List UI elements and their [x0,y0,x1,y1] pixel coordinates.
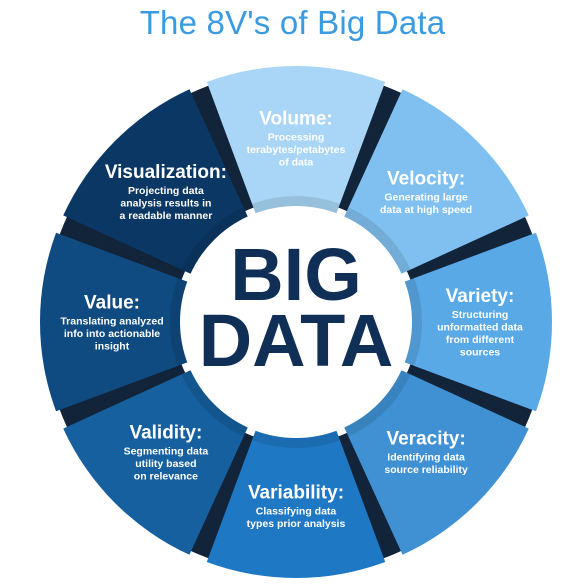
segment-velocity-desc-line: data at high speed [380,204,472,216]
segment-volume-bevel [252,196,340,214]
segment-volume-desc-line: terabytes/petabytes [247,144,346,156]
segment-visualization [63,89,248,274]
segment-volume-desc-line: of data [279,156,314,168]
segment-variety-bevel [404,278,423,366]
segment-variety-desc-line: from different [446,334,515,346]
segment-veracity-bevel [344,370,411,437]
segment-veracity-desc-line: source reliability [384,464,468,476]
segment-value [39,232,188,412]
center-label: BIG DATA [199,233,394,382]
segment-value-desc-line: Translating analyzed [60,315,163,327]
segment-variety-title: Variety: [446,286,515,307]
page-title: The 8V's of Big Data [139,4,446,41]
segment-variety [404,232,552,412]
segment-variability-bevel [252,430,340,448]
segment-variability-desc-line: Classifying data [256,506,337,518]
segment-validity-desc-line: Segmenting data [124,445,209,457]
segment-value-desc-line: info into actionable [64,328,160,340]
segment-variability [206,430,386,578]
segment-validity-bevel [181,370,248,437]
segment-validity-desc-line: utility based [135,458,196,470]
segment-variety-desc-line: sources [460,347,500,359]
center-disc [181,207,411,437]
segment-veracity [344,370,529,555]
segment-value-title: Value: [84,292,140,313]
segment-variability-title: Variability: [248,483,344,504]
segment-visualization-desc-line: Projecting data [128,185,204,197]
center-word-big: BIG [230,233,362,316]
segment-volume-desc-line: Processing [268,131,325,143]
segment-variety-desc-line: Structuring [452,309,509,321]
center-word-data: DATA [199,299,394,382]
segment-visualization-title: Visualization: [105,162,227,183]
segment-visualization-desc-line: analysis results in [120,198,211,210]
segment-value-desc-line: insight [95,340,130,352]
segment-visualization-bevel [181,207,248,274]
segment-volume [206,66,386,214]
segment-velocity [344,89,529,274]
segment-velocity-bevel [344,207,411,274]
segment-validity [63,370,248,555]
segment-value-bevel [169,278,188,366]
segment-volume-title: Volume: [259,108,333,129]
segment-veracity-title: Veracity: [386,429,465,450]
segment-visualization-desc-line: a readable manner [119,210,212,222]
segment-velocity-title: Velocity: [387,168,465,189]
segment-velocity-desc-line: Generating large [384,191,468,203]
segment-variability-desc-line: types prior analysis [247,518,346,530]
segment-validity-title: Validity: [129,422,202,443]
segment-veracity-desc-line: Identifying data [387,452,465,464]
segment-validity-desc-line: on relevance [134,470,198,482]
segment-variety-desc-line: unformatted data [437,322,523,334]
